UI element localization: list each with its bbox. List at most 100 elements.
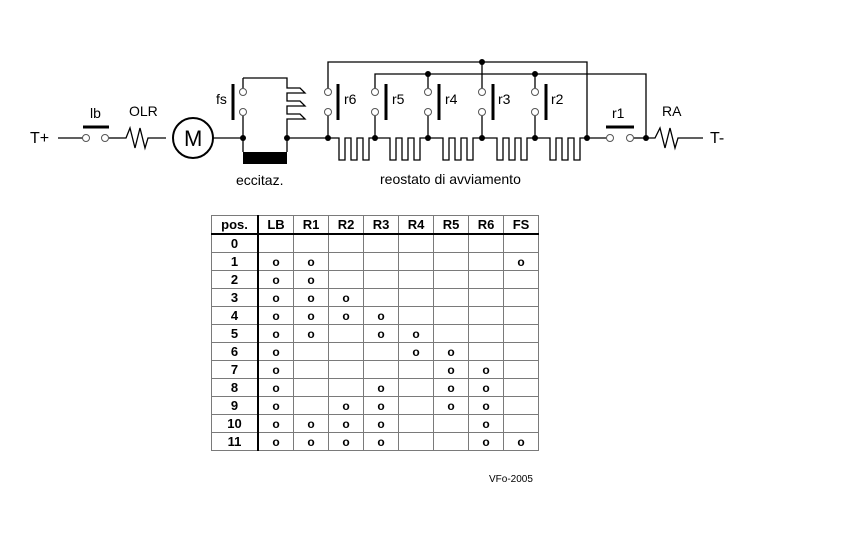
overload-label: OLR xyxy=(129,103,158,119)
table-cell xyxy=(363,270,399,289)
table-cell: o xyxy=(257,306,294,325)
table-cell xyxy=(363,360,399,379)
table-cell xyxy=(468,324,504,343)
table-cell-position: 3 xyxy=(211,288,259,307)
table-cell: o xyxy=(257,396,294,415)
table-header: R4 xyxy=(398,215,434,235)
switch-lb xyxy=(82,125,109,142)
rheostat-label: reostato di avviamento xyxy=(380,171,521,187)
table-cell: o xyxy=(468,360,504,379)
contact-r3 xyxy=(478,84,495,138)
excitation-label: eccitaz. xyxy=(236,172,283,188)
contact-r2 xyxy=(531,84,548,138)
table-cell xyxy=(503,324,539,343)
table-header: R2 xyxy=(328,215,364,235)
table-cell xyxy=(503,414,539,433)
table-cell xyxy=(293,360,329,379)
table-cell: o xyxy=(363,306,399,325)
field-switch xyxy=(231,84,247,120)
motor-label: M xyxy=(184,126,202,151)
table-cell xyxy=(433,432,469,451)
table-cell xyxy=(503,270,539,289)
table-cell xyxy=(363,252,399,271)
node-r6 xyxy=(325,135,331,141)
table-cell: o xyxy=(257,432,294,451)
table-cell xyxy=(503,288,539,307)
table-cell: o xyxy=(257,414,294,433)
table-row: 0 xyxy=(211,233,539,253)
terminal-minus-label: T- xyxy=(710,130,724,147)
table-cell: o xyxy=(293,270,329,289)
table-cell-position: 6 xyxy=(211,342,259,361)
table-cell: o xyxy=(293,306,329,325)
table-cell: o xyxy=(257,342,294,361)
table-cell xyxy=(398,414,434,433)
table-cell: o xyxy=(468,396,504,415)
credit-text: VFo-2005 xyxy=(489,474,533,485)
table-cell xyxy=(293,342,329,361)
table-cell xyxy=(468,252,504,271)
table-cell: o xyxy=(293,432,329,451)
table-cell xyxy=(468,270,504,289)
table-cell xyxy=(293,233,329,253)
terminal-plus-label: T+ xyxy=(30,130,49,147)
table-cell xyxy=(503,396,539,415)
table-cell-position: 4 xyxy=(211,306,259,325)
table-cell xyxy=(433,252,469,271)
table-cell xyxy=(503,378,539,397)
contact-r3-label: r3 xyxy=(498,91,511,107)
table-cell: o xyxy=(363,324,399,343)
table-cell xyxy=(293,396,329,415)
table-cell xyxy=(433,324,469,343)
resistor-ra xyxy=(646,126,703,151)
table-cell xyxy=(398,396,434,415)
table-cell: o xyxy=(363,432,399,451)
table-header: R1 xyxy=(293,215,329,235)
table-cell: o xyxy=(398,342,434,361)
table-cell: o xyxy=(293,414,329,433)
table-cell: o xyxy=(257,378,294,397)
contact-r5-label: r5 xyxy=(392,91,405,107)
table-cell xyxy=(398,288,434,307)
table-cell xyxy=(503,233,539,253)
table-cell: o xyxy=(257,360,294,379)
table-cell-position: 5 xyxy=(211,324,259,343)
contact-r5 xyxy=(371,84,388,138)
table-cell: o xyxy=(328,396,364,415)
table-cell xyxy=(363,342,399,361)
table-cell xyxy=(398,306,434,325)
table-cell-position: 1 xyxy=(211,252,259,271)
table-cell: o xyxy=(257,288,294,307)
table-cell: o xyxy=(257,270,294,289)
table-cell: o xyxy=(468,378,504,397)
excitation-frame xyxy=(243,77,307,138)
node-r5 xyxy=(372,135,378,141)
table-cell-position: 9 xyxy=(211,396,259,415)
contact-r4-label: r4 xyxy=(445,91,458,107)
table-cell: o xyxy=(328,432,364,451)
table-cell xyxy=(328,252,364,271)
switch-lb-label: lb xyxy=(90,105,101,121)
node-r4 xyxy=(425,135,431,141)
table-cell xyxy=(468,342,504,361)
table-cell: o xyxy=(503,432,539,451)
table-cell xyxy=(398,270,434,289)
table-cell-position: 2 xyxy=(211,270,259,289)
table-cell: o xyxy=(363,378,399,397)
table-cell xyxy=(503,342,539,361)
contact-r6 xyxy=(324,84,340,138)
table-header-row: pos. LB R1 R2 R3 R4 R5 R6 FS xyxy=(211,215,539,235)
field-switch-label: fs xyxy=(216,91,227,107)
table-cell: o xyxy=(433,360,469,379)
table-cell-position: 10 xyxy=(211,414,259,433)
overload-relay xyxy=(120,125,166,151)
contact-r2-label: r2 xyxy=(551,91,564,107)
